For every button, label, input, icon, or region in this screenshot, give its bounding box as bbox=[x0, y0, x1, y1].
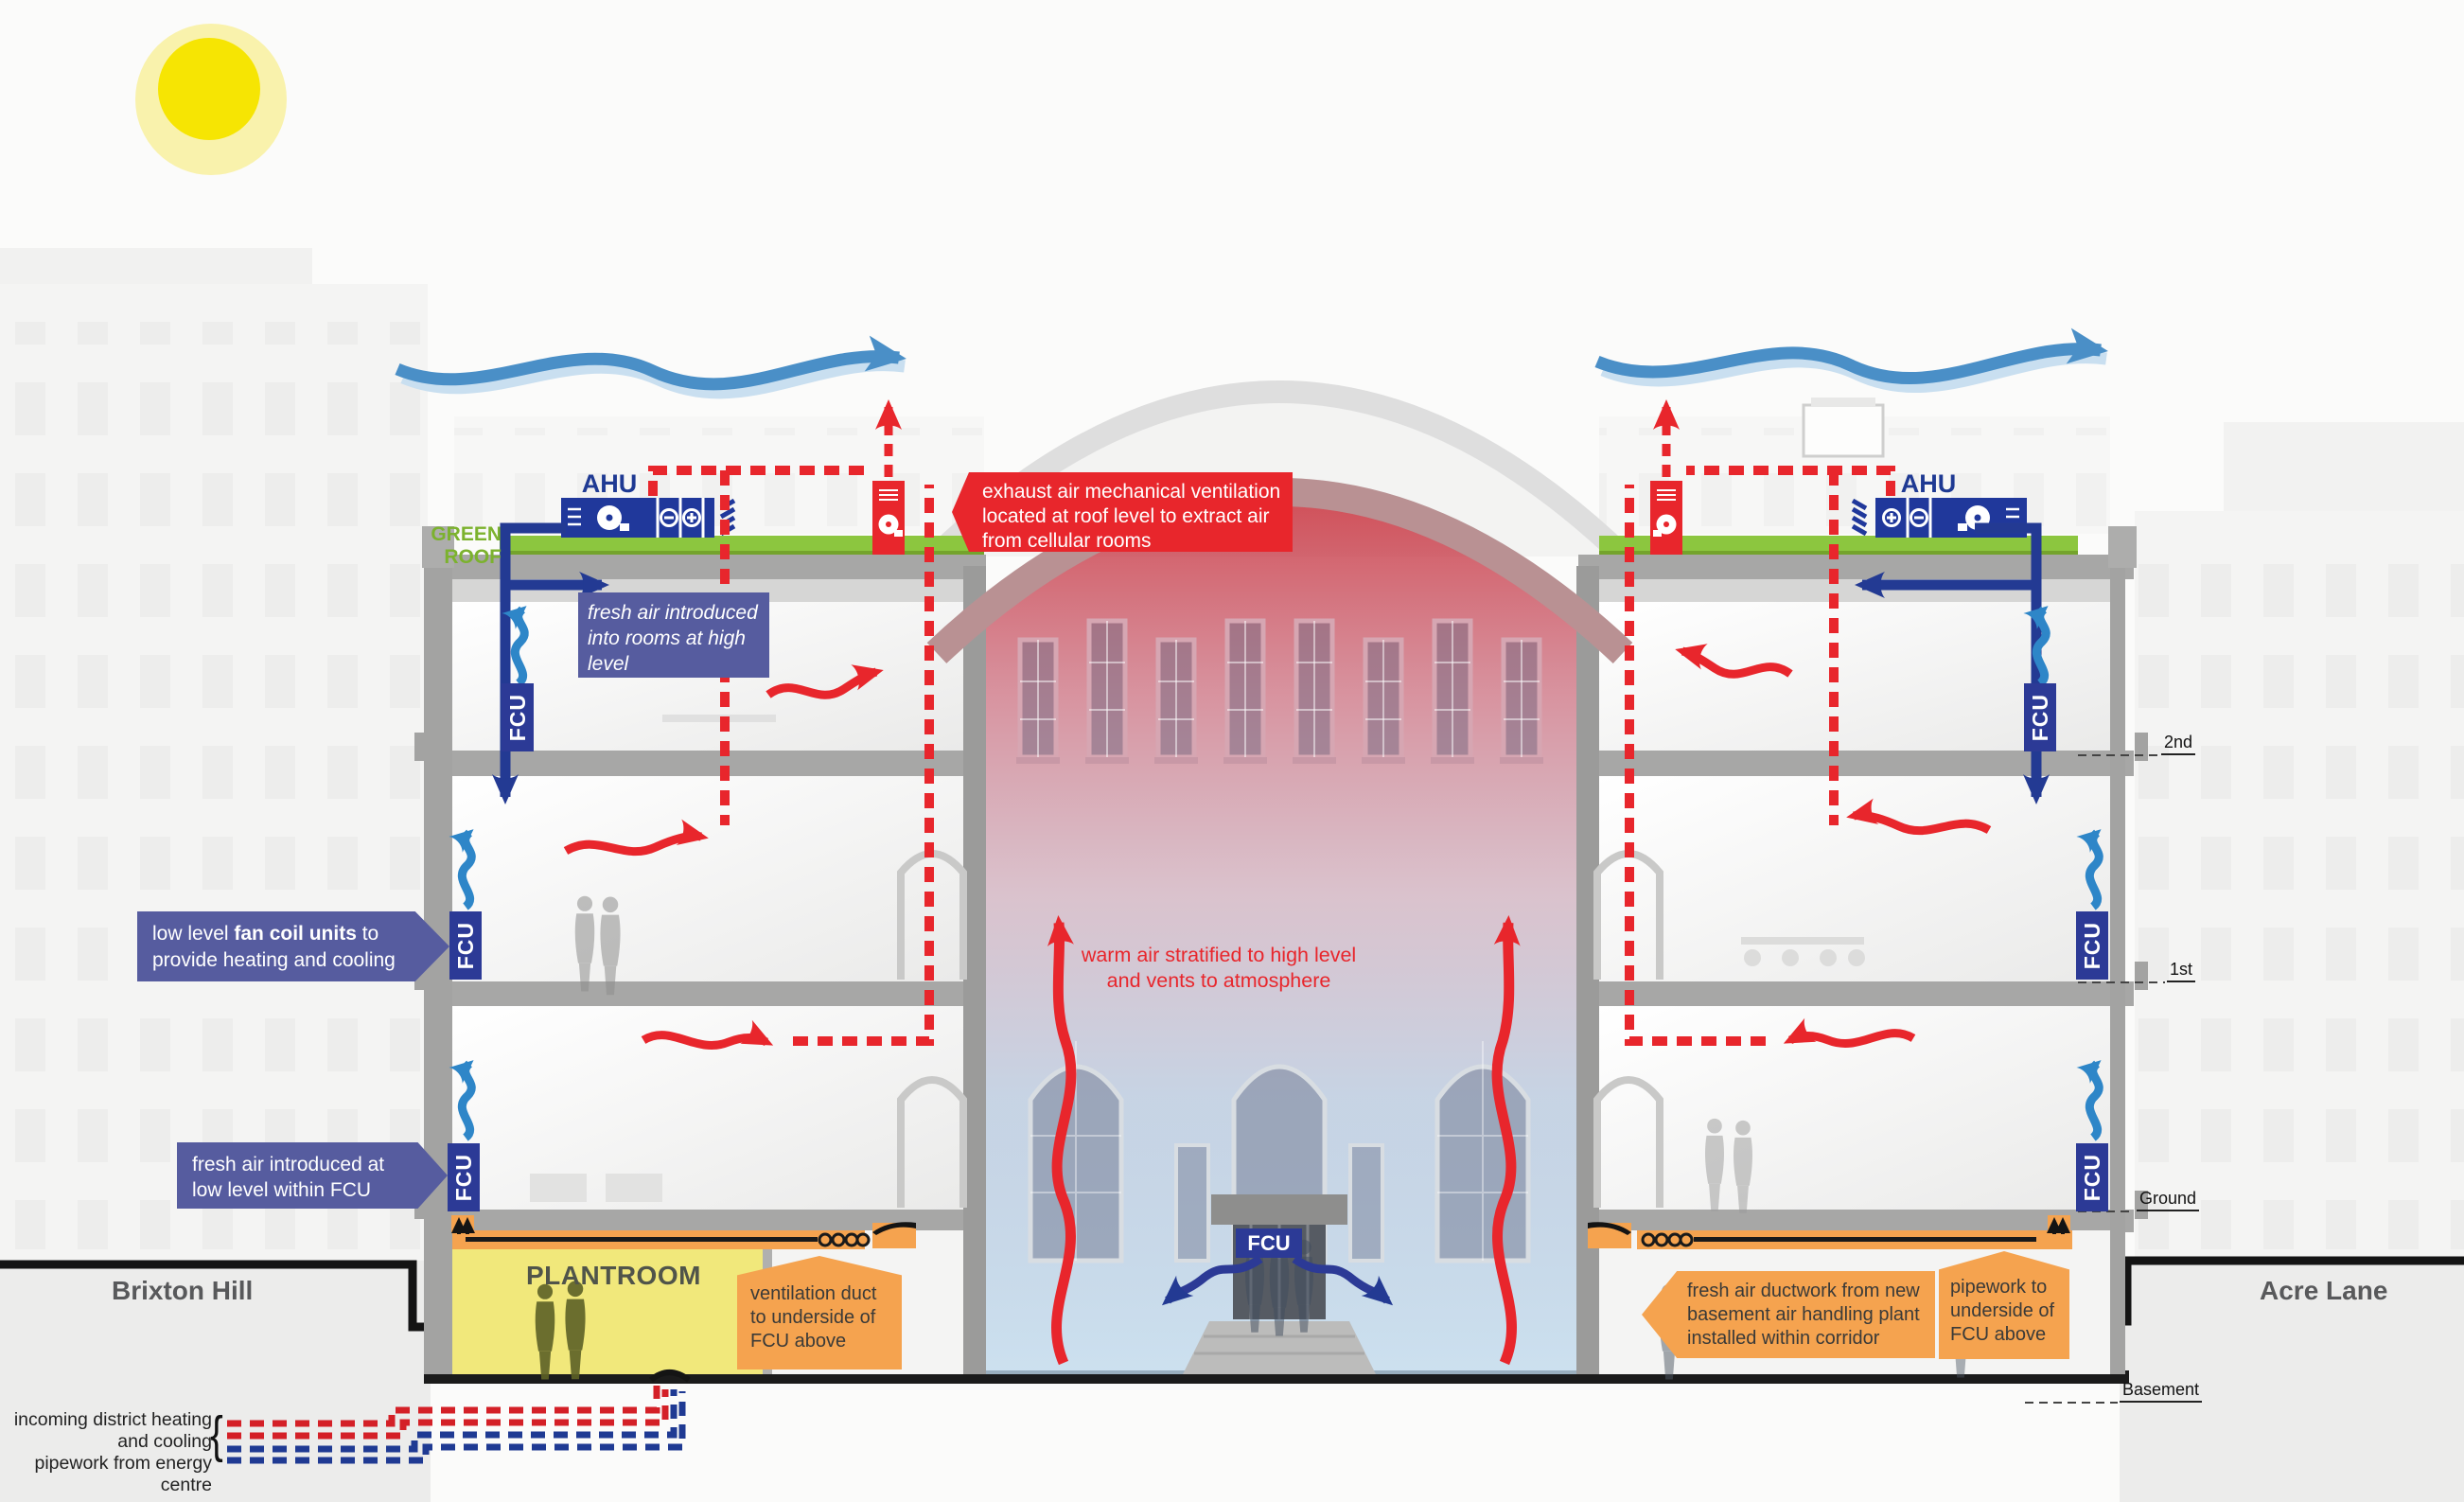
floor-label-ground: Ground bbox=[2137, 1189, 2200, 1211]
plantroom-label: PLANTROOM bbox=[526, 1261, 701, 1290]
extract-air-arrows bbox=[563, 644, 1992, 1050]
street-label-acre-lane: Acre Lane bbox=[2260, 1276, 2388, 1305]
street-label-brixton-hill: Brixton Hill bbox=[112, 1276, 254, 1305]
ahu-label-left: AHU bbox=[581, 469, 638, 498]
fcu-supply-squiggles bbox=[449, 606, 2103, 1141]
floor-label-basement: Basement bbox=[2120, 1380, 2203, 1403]
callout-pipework: pipework to underside of FCU above bbox=[1939, 1251, 2069, 1359]
roof-cupola bbox=[1802, 403, 1885, 458]
wind-arrows bbox=[395, 327, 2108, 399]
callout-fan-coil-units: low level fan coil units to provide heat… bbox=[137, 911, 449, 981]
fcu-tag-centre: FCU bbox=[1236, 1228, 1302, 1258]
floor-label-1st: 1st bbox=[2167, 960, 2196, 982]
warm-air-note: warm air stratified to high level and ve… bbox=[1081, 944, 1357, 992]
ahu-unit-left bbox=[561, 498, 736, 538]
floor-label-2nd: 2nd bbox=[2161, 733, 2196, 755]
centre-fcu-arrows bbox=[1161, 1255, 1394, 1306]
plantroom-area bbox=[450, 1230, 765, 1374]
fcu-tag-right-2nd: FCU bbox=[2024, 683, 2056, 751]
entrance-canopy bbox=[1211, 1194, 1347, 1225]
exhaust-ductwork bbox=[648, 466, 1895, 1046]
basement-vent-duct-right bbox=[1588, 1215, 2072, 1249]
fcu-tag-left-1st: FCU bbox=[449, 911, 482, 980]
fcu-tag-right-1st: FCU bbox=[2076, 911, 2108, 980]
callout-fresh-air-low: fresh air introduced at low level within… bbox=[177, 1142, 448, 1209]
ahu-label-right: AHU bbox=[1900, 469, 1957, 498]
pipe-group-brace: { bbox=[210, 1406, 223, 1463]
fcu-tag-right-ground: FCU bbox=[2076, 1143, 2108, 1211]
streets bbox=[0, 1256, 2464, 1502]
fcu-tag-left-2nd: FCU bbox=[502, 683, 534, 751]
background-buildings bbox=[0, 248, 2464, 1261]
callout-exhaust-roof: exhaust air mechanical ventilation locat… bbox=[952, 472, 1293, 552]
warm-air-rise-arrows bbox=[1047, 915, 1521, 1366]
incoming-pipework-note: incoming district heating and cooling pi… bbox=[13, 1409, 212, 1495]
green-roof-label: GREEN ROOF bbox=[431, 523, 502, 568]
callout-basement-duct: fresh air ductwork from new basement air… bbox=[1642, 1271, 1935, 1358]
entrance-steps bbox=[1183, 1321, 1376, 1374]
floor-level-leaders bbox=[2025, 754, 2165, 1404]
roof-exhaust-fan-right bbox=[1650, 399, 1682, 555]
callout-fresh-air-high: fresh air introduced into rooms at high … bbox=[578, 592, 769, 678]
sun-icon bbox=[158, 38, 260, 140]
basement-vent-duct-left bbox=[451, 1215, 916, 1249]
incoming-pipes bbox=[227, 1369, 691, 1464]
roof-exhaust-fan-left bbox=[872, 399, 905, 555]
fcu-tag-left-ground: FCU bbox=[448, 1143, 480, 1211]
callout-vent-duct: ventilation duct to underside of FCU abo… bbox=[737, 1256, 902, 1369]
